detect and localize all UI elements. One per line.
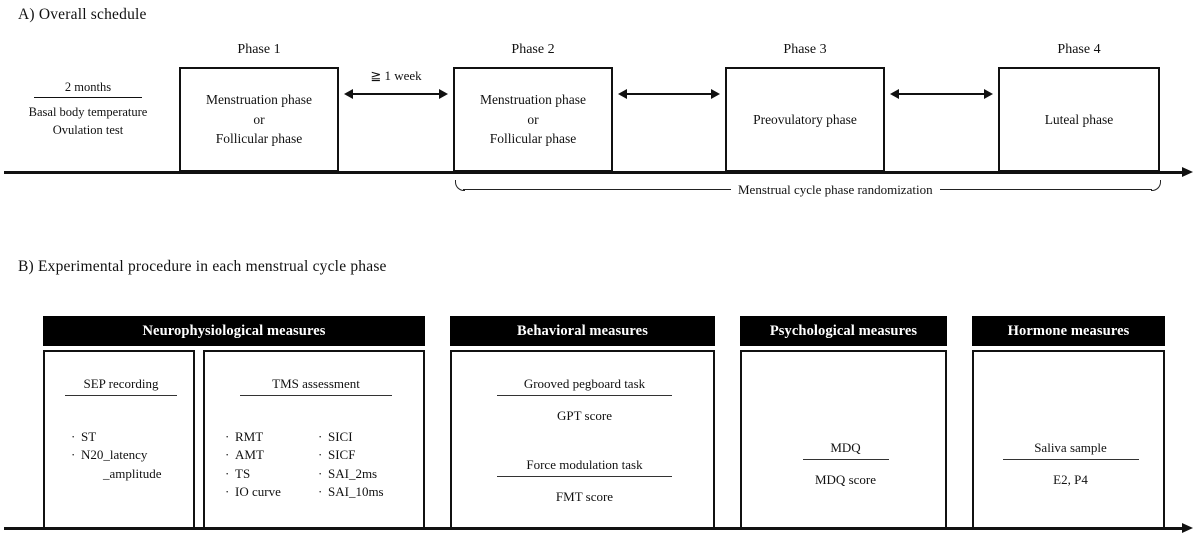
- fmt-heading: Force modulation task: [526, 457, 643, 472]
- box-psychological[interactable]: MDQ MDQ score: [740, 350, 947, 529]
- preparation-info-block: 2 months Basal body temperature Ovulatio…: [8, 80, 168, 139]
- bracket-line-right: [940, 189, 1152, 191]
- list-item: ·SAI_2ms: [318, 465, 384, 483]
- preparation-heading: 2 months: [64, 80, 112, 94]
- bullet-dot-icon: ·: [225, 429, 230, 444]
- sep-heading-group: SEP recording: [45, 376, 197, 397]
- bullet-dot-icon: ·: [318, 465, 323, 481]
- bullet-dot-icon: ·: [225, 447, 230, 463]
- list-item: ·SICI: [318, 428, 384, 446]
- saliva-underline: [1002, 459, 1139, 461]
- interval-arrow-3-4: [899, 93, 984, 96]
- phase-1-line-2: or: [253, 111, 265, 127]
- bullet-dot-icon: ·: [318, 484, 323, 500]
- list-item: ·SICF: [318, 446, 384, 464]
- bullet-dot-icon: ·: [225, 465, 230, 481]
- sep-heading: SEP recording: [83, 376, 159, 391]
- preparation-line-1: Basal body temperature: [28, 105, 148, 120]
- list-item: ·RMT: [225, 428, 281, 446]
- phase-4-line-1: Luteal phase: [1044, 111, 1114, 127]
- preparation-line-2: Ovulation test: [52, 122, 124, 137]
- phase-1-line-1: Menstruation phase: [205, 92, 313, 108]
- tms-heading: TMS assessment: [272, 376, 360, 391]
- phase-1-box[interactable]: Menstruation phase or Follicular phase: [179, 67, 339, 172]
- box-behavioral[interactable]: Grooved pegboard task GPT score Force mo…: [450, 350, 715, 529]
- phase-2-box[interactable]: Menstruation phase or Follicular phase: [453, 67, 613, 172]
- tms-heading-group: TMS assessment: [205, 376, 427, 397]
- list-item: ·SAI_10ms: [318, 483, 384, 501]
- box-sep-recording[interactable]: SEP recording ·ST ·N20_latency _amplitud…: [43, 350, 195, 529]
- interval-label: ≧ 1 week: [370, 68, 422, 83]
- panel-b-title: B) Experimental procedure in each menstr…: [18, 258, 387, 275]
- phase-3-line-1: Preovulatory phase: [753, 111, 857, 127]
- bullet-dot-icon: ·: [318, 429, 323, 444]
- bullet-dot-icon: ·: [71, 447, 76, 463]
- preparation-underline: [34, 97, 142, 99]
- phase-3-box[interactable]: Preovulatory phase: [725, 67, 885, 172]
- bracket-line-left: [463, 189, 731, 191]
- tms-underline: [240, 395, 392, 397]
- fmt-value: FMT score: [555, 489, 614, 505]
- phase-3-label: Phase 3: [783, 42, 827, 57]
- phase-1-content: Menstruation phase or Follicular phase: [206, 90, 312, 149]
- phase-4-content: Luteal phase: [1045, 110, 1114, 130]
- bar-psychological: Psychological measures: [740, 316, 947, 346]
- phase-4-box[interactable]: Luteal phase: [998, 67, 1160, 172]
- phase-2-content: Menstruation phase or Follicular phase: [480, 90, 586, 149]
- gpt-underline: [497, 395, 672, 397]
- mdq-underline: [802, 459, 889, 461]
- panel-a-title: A) Overall schedule: [18, 6, 147, 23]
- bar-behavioral: Behavioral measures: [450, 316, 715, 346]
- interval-arrow-1-2: [353, 93, 439, 96]
- behavioral-entry-gpt: Grooved pegboard task GPT score: [452, 376, 717, 424]
- mdq-value: MDQ score: [814, 472, 876, 488]
- gpt-heading: Grooved pegboard task: [523, 376, 646, 391]
- phase-1-label: Phase 1: [237, 42, 281, 57]
- box-tms-assessment[interactable]: TMS assessment ·RMT ·AMT ·TS ·IO curve ·…: [203, 350, 425, 529]
- phase-4-label: Phase 4: [1057, 42, 1101, 57]
- behavioral-entry-fmt: Force modulation task FMT score: [452, 457, 717, 505]
- list-item: ·ST: [71, 428, 162, 446]
- sep-bullet-list: ·ST ·N20_latency _amplitude: [71, 428, 162, 483]
- list-item: ·IO curve: [225, 483, 281, 501]
- bracket-hook-right: [1151, 180, 1161, 191]
- mdq-heading: MDQ: [830, 440, 861, 455]
- timeline-a-axis: [4, 171, 1184, 174]
- saliva-value: E2, P4: [1053, 472, 1088, 488]
- bullet-dot-icon: ·: [318, 447, 323, 463]
- gpt-value: GPT score: [556, 408, 612, 424]
- tms-bullet-list-right: ·SICI ·SICF ·SAI_2ms ·SAI_10ms: [318, 428, 384, 502]
- saliva-heading: Saliva sample: [1034, 440, 1107, 455]
- hormone-entry-saliva: Saliva sample E2, P4: [974, 440, 1167, 488]
- tms-bullet-list-left: ·RMT ·AMT ·TS ·IO curve: [225, 428, 281, 502]
- list-item: ·AMT: [225, 446, 281, 464]
- psychological-entry-mdq: MDQ MDQ score: [742, 440, 949, 488]
- phase-2-line-3: Follicular phase: [489, 131, 577, 147]
- timeline-b-arrowhead: [1182, 523, 1193, 533]
- bar-neurophysiological: Neurophysiological measures: [43, 316, 425, 346]
- phase-1-line-3: Follicular phase: [215, 131, 303, 147]
- box-hormone[interactable]: Saliva sample E2, P4: [972, 350, 1165, 529]
- timeline-b-axis: [4, 527, 1184, 530]
- phase-2-line-1: Menstruation phase: [479, 92, 587, 108]
- list-item: _amplitude: [103, 465, 162, 481]
- bracket-label: Menstrual cycle phase randomization: [738, 182, 933, 197]
- list-item: ·N20_latency: [71, 446, 162, 464]
- fmt-underline: [497, 476, 672, 478]
- sep-underline: [65, 395, 177, 397]
- interval-arrow-2-3: [627, 93, 711, 96]
- phase-2-line-2: or: [527, 111, 539, 127]
- list-item: ·TS: [225, 465, 281, 483]
- timeline-a-arrowhead: [1182, 167, 1193, 177]
- bullet-dot-icon: ·: [225, 484, 230, 500]
- bullet-dot-icon: ·: [71, 429, 76, 444]
- phase-2-label: Phase 2: [511, 42, 555, 57]
- phase-3-content: Preovulatory phase: [753, 110, 857, 130]
- bar-hormone: Hormone measures: [972, 316, 1165, 346]
